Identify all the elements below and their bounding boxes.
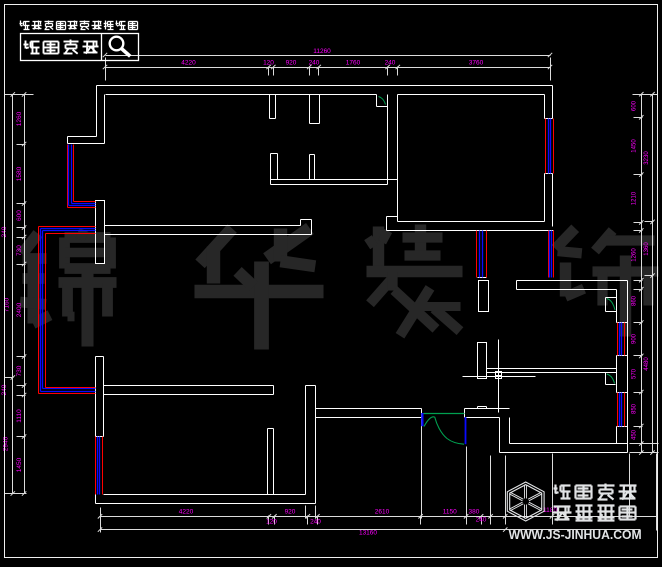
svg-text:WWW.JS-JINHUA.COM: WWW.JS-JINHUA.COM [509,528,642,542]
